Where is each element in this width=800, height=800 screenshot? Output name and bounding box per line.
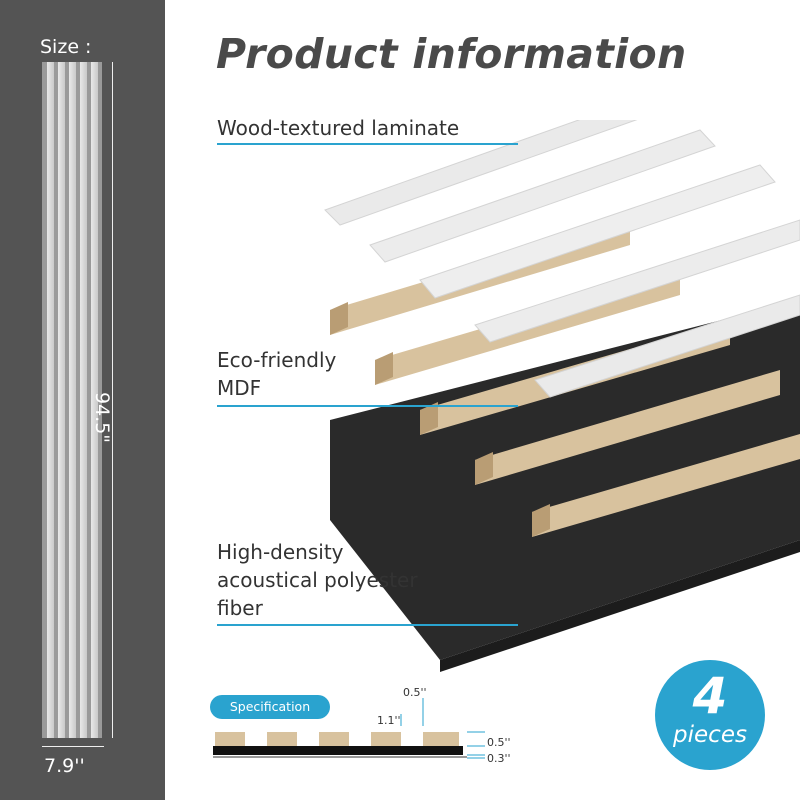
width-dimension-line	[42, 746, 104, 747]
panel-slat	[58, 62, 65, 738]
height-dimension-line	[112, 62, 113, 738]
layer-label-mdf: Eco-friendly MDF	[217, 348, 337, 400]
width-dimension: 7.9''	[44, 755, 85, 777]
layer-label-fiber: High-density acoustical polyester fiber	[217, 540, 418, 620]
size-panel: Size : 94.5" 7.9''	[0, 0, 165, 800]
acoustic-panel-image	[42, 62, 102, 738]
spec-slat	[423, 732, 459, 746]
specification-badge: Specification	[210, 695, 330, 719]
spec-slat	[215, 732, 245, 746]
layer-underline	[217, 624, 518, 626]
specification-drawing: 0.5'' 1.1'' 0.5'' 0.3''	[213, 686, 511, 765]
panel-slat	[91, 62, 98, 738]
spec-felt	[213, 746, 463, 755]
height-dimension: 94.5"	[91, 392, 113, 444]
pieces-label: pieces	[673, 722, 747, 748]
spec-slat	[267, 732, 297, 746]
size-label: Size :	[40, 36, 92, 58]
spec-slat	[319, 732, 349, 746]
laminate-layer	[324, 120, 800, 398]
layer-underline	[217, 405, 518, 407]
panel-slat	[69, 62, 76, 738]
page-title: Product information	[216, 30, 687, 78]
panel-slat	[47, 62, 54, 738]
layer-underline	[217, 143, 518, 145]
spec-dim-slat: 0.5''	[487, 736, 511, 749]
spec-dim-gap: 1.1''	[377, 714, 401, 727]
pieces-badge: 4 pieces	[655, 660, 765, 770]
felt-layer	[330, 300, 800, 660]
spec-dim-top: 0.5''	[403, 686, 427, 699]
spec-dim-felt: 0.3''	[487, 752, 511, 765]
spec-slat	[371, 732, 401, 746]
panel-slat	[80, 62, 87, 738]
pieces-count: 4	[692, 667, 728, 725]
layer-label-laminate: Wood-textured laminate	[217, 116, 460, 140]
